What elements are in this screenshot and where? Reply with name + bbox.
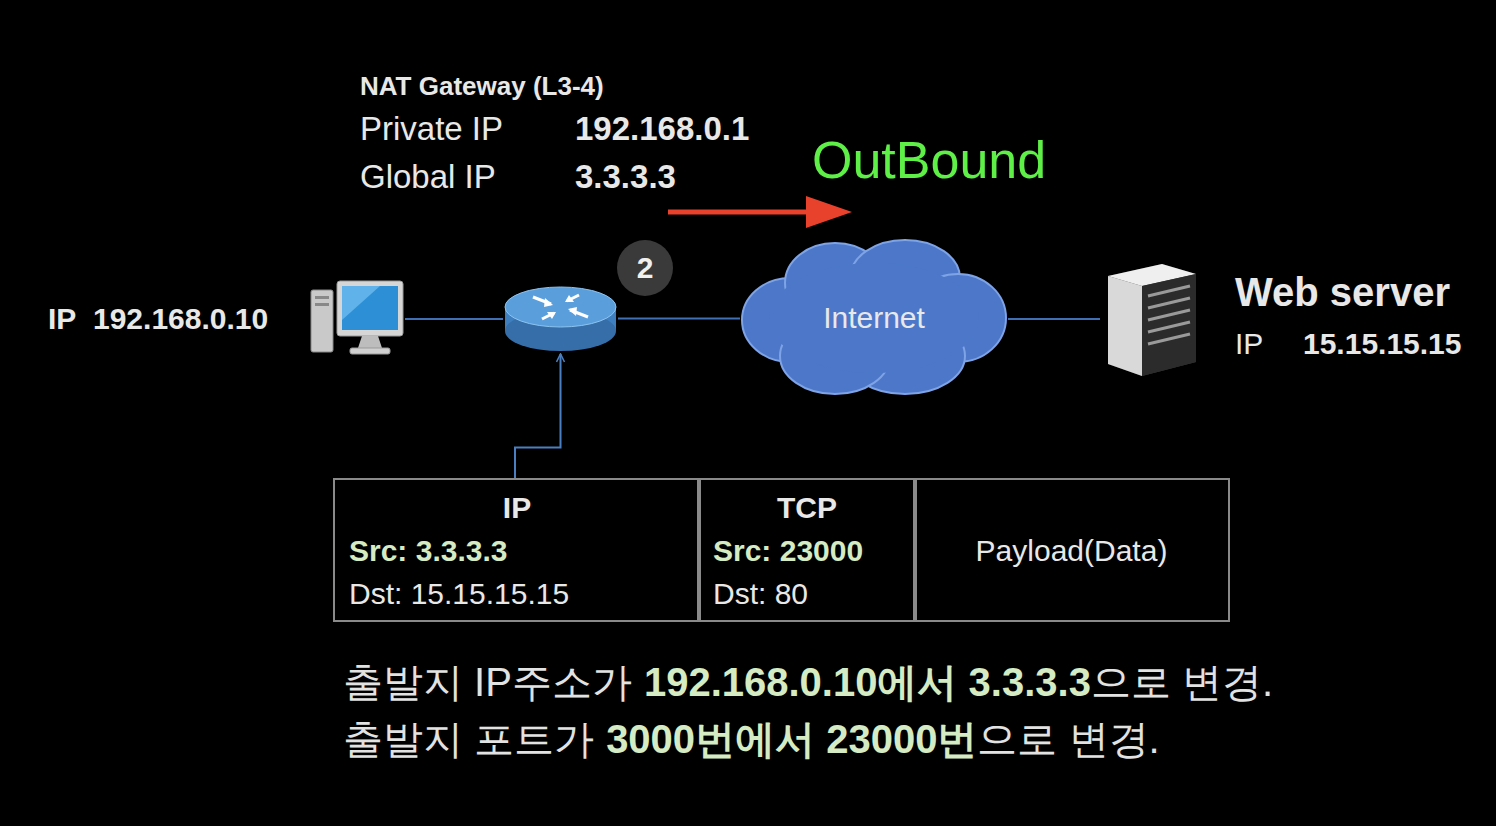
callout-circle: 2 [617, 240, 673, 296]
payload-cell: Payload(Data) [913, 478, 1230, 622]
internet-cloud: Internet [740, 238, 1008, 398]
ip-header-cell: IPSrc: 3.3.3.3Dst: 15.15.15.15 [333, 478, 701, 622]
outbound-arrow-shaft [668, 210, 816, 215]
caption-line: 출발지 IP주소가 192.168.0.10에서 3.3.3.3으로 변경. [343, 655, 1273, 710]
node-label: 192.168.0.10 [93, 302, 268, 336]
caption-text: 출발지 포트가 [343, 717, 594, 761]
pc-icon [310, 280, 405, 358]
web-server: Web serverIP15.15.15.15 [1100, 262, 1200, 378]
network-link [1008, 318, 1100, 320]
network-link [618, 318, 740, 320]
cell-text: IP [349, 486, 685, 529]
cell-text: Payload(Data) [976, 529, 1168, 572]
network-link [405, 318, 503, 320]
node-label: NAT Gateway (L3-4) [360, 71, 604, 102]
node-label: Private IP [360, 110, 503, 148]
pc-node: IP192.168.0.10 [310, 280, 405, 358]
caption-highlight: 3000번에서 23000번 [606, 717, 977, 761]
cell-text: Dst: 80 [713, 572, 901, 615]
caption-line: 출발지 포트가 3000번에서 23000번으로 변경. [343, 712, 1160, 767]
caption-text: 으로 변경. [1091, 660, 1273, 704]
node-label: 3.3.3.3 [575, 158, 676, 196]
outbound-arrow-head [806, 196, 852, 228]
node-label: Internet [823, 301, 925, 335]
node-label: IP [48, 302, 76, 336]
node-label: IP [1235, 327, 1263, 361]
node-label: 192.168.0.1 [575, 110, 749, 148]
node-label: Web server [1235, 270, 1450, 315]
server-icon [1100, 262, 1200, 378]
node-label: 15.15.15.15 [1303, 327, 1461, 361]
cell-text: Dst: 15.15.15.15 [349, 572, 685, 615]
packet-arrow [515, 354, 561, 478]
cell-text: TCP [713, 486, 901, 529]
cell-text: Src: 23000 [713, 529, 901, 572]
cell-text: Src: 3.3.3.3 [349, 529, 685, 572]
caption-highlight: 192.168.0.10에서 3.3.3.3 [644, 660, 1091, 704]
router-icon [503, 285, 618, 353]
direction-label: OutBound [812, 130, 1046, 190]
tcp-header-cell: TCPSrc: 23000Dst: 80 [697, 478, 917, 622]
nat-gateway-router: NAT Gateway (L3-4)Private IP192.168.0.1G… [503, 285, 618, 353]
callout-number: 2 [637, 251, 654, 285]
caption-text: 출발지 IP주소가 [343, 660, 632, 704]
caption-text: 으로 변경. [977, 717, 1159, 761]
node-label: Global IP [360, 158, 496, 196]
